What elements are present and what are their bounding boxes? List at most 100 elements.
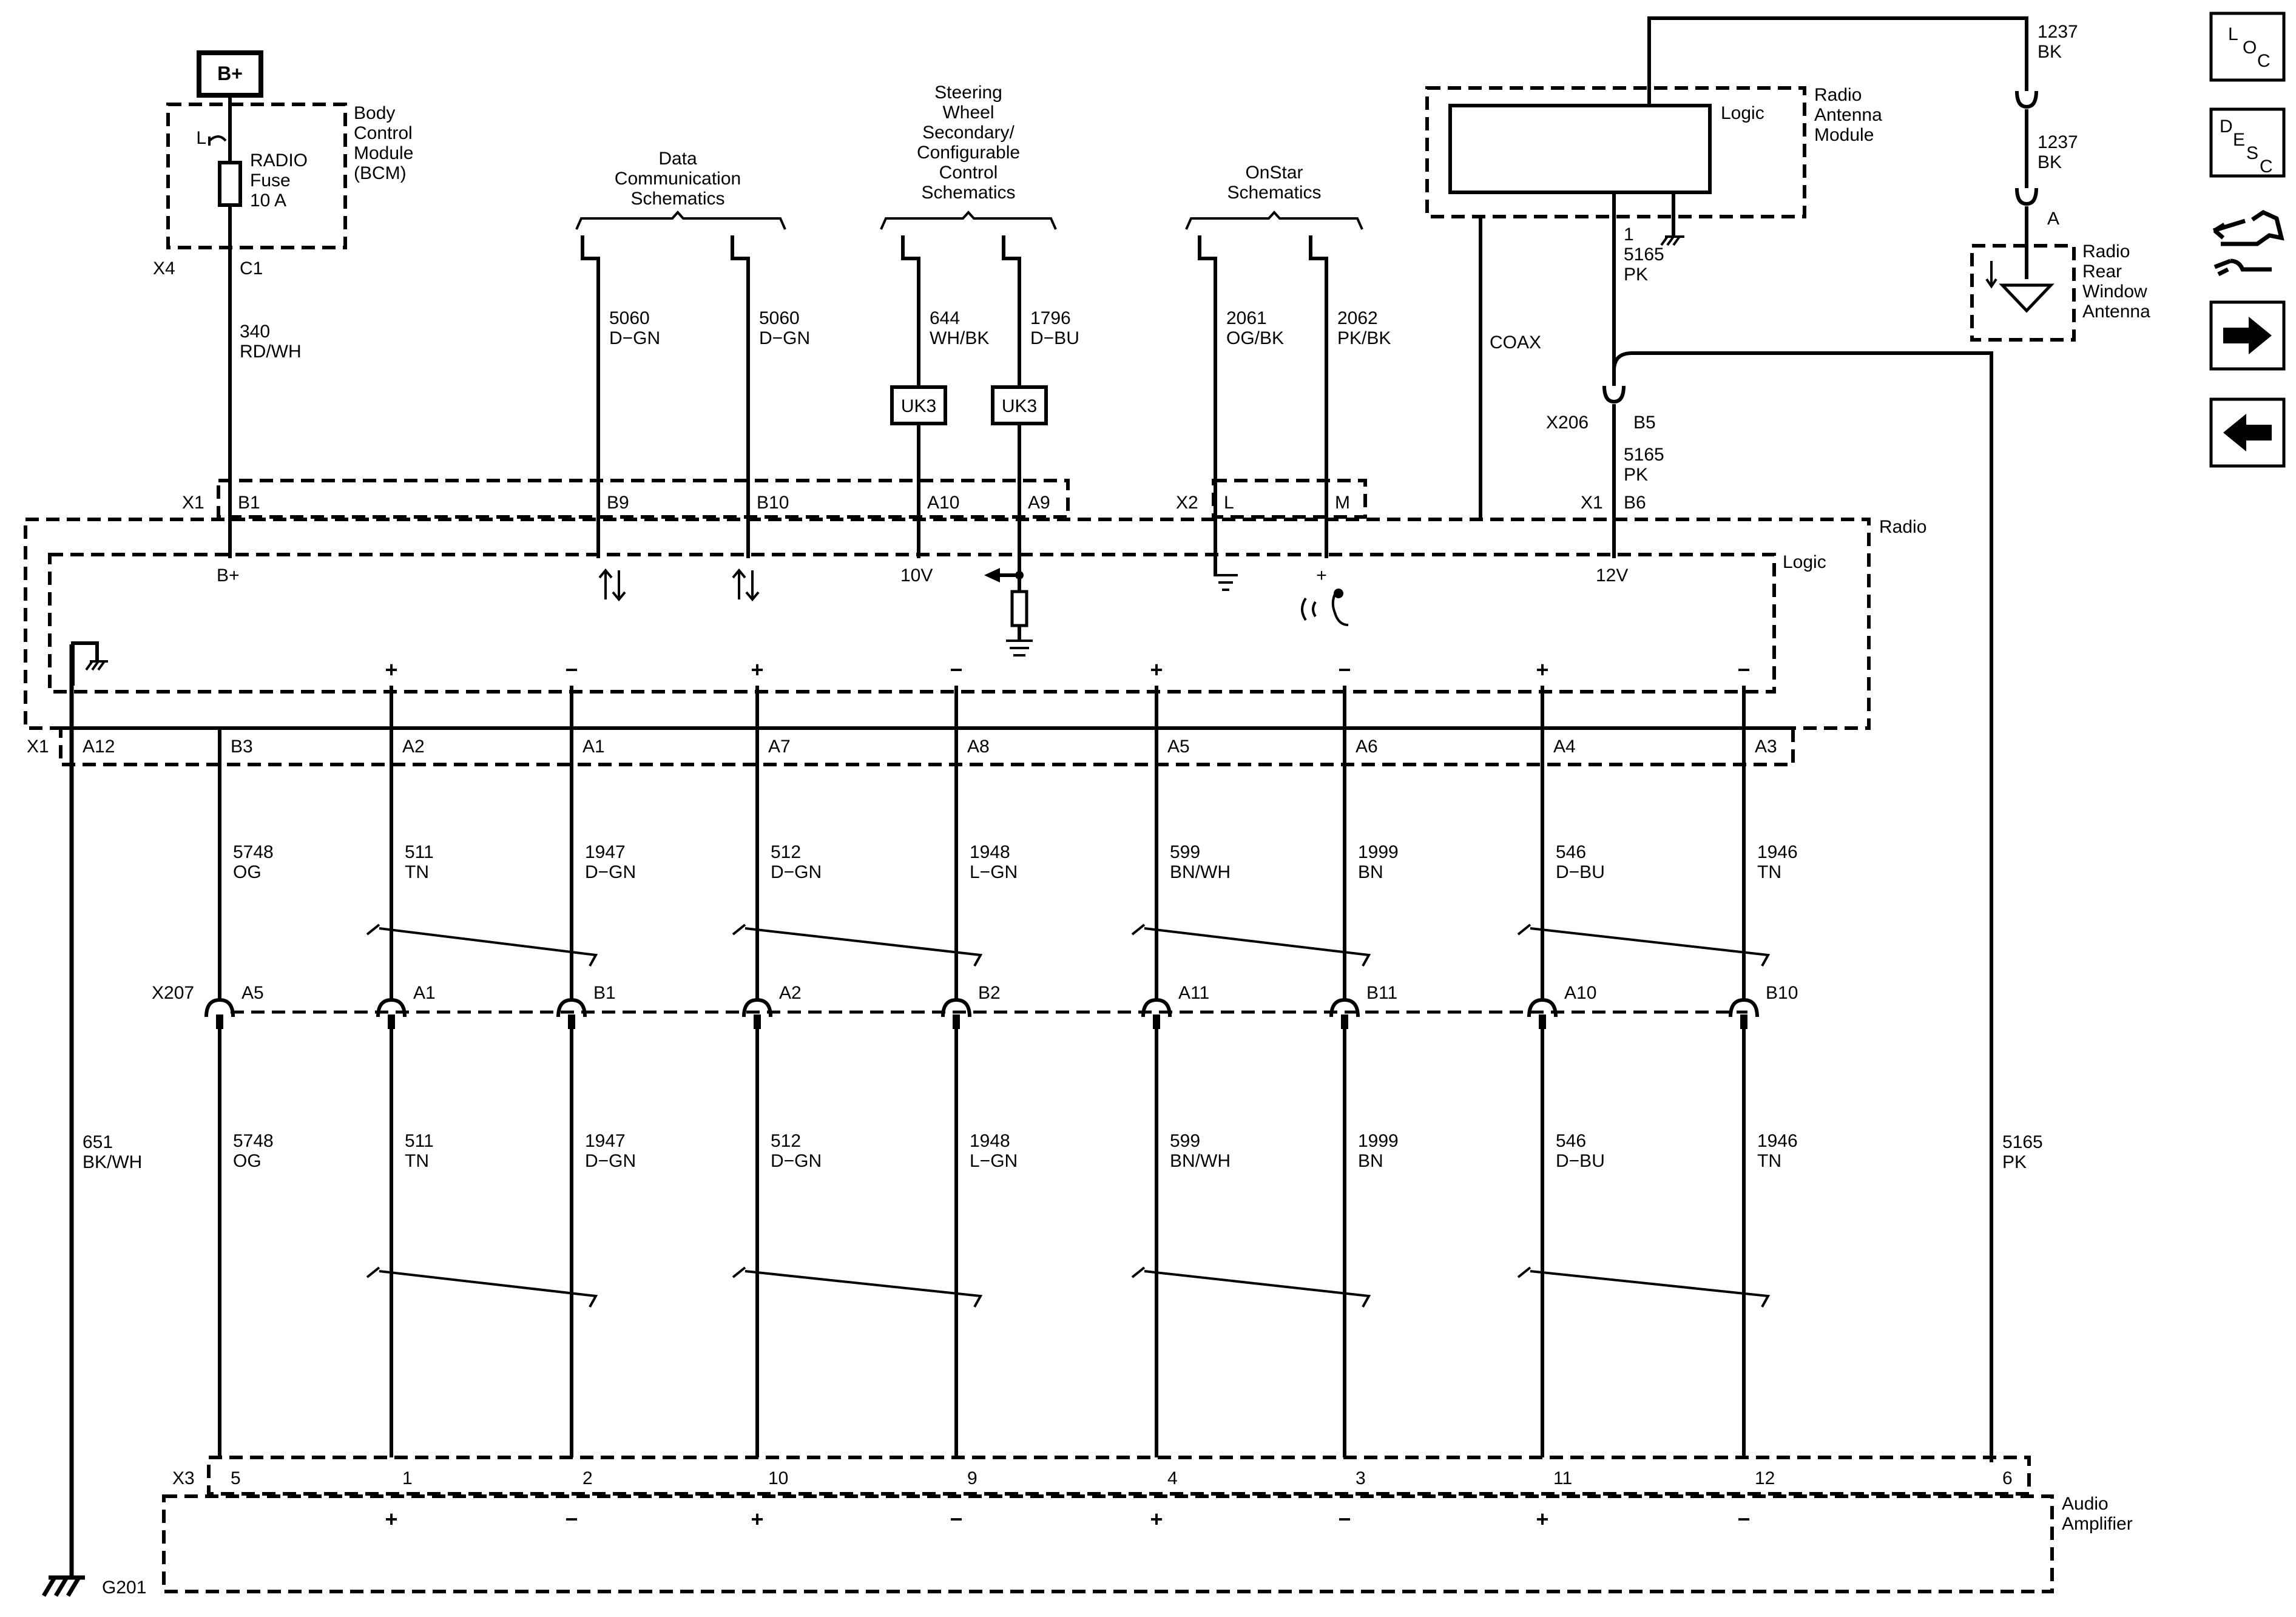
x207-terminal bbox=[1141, 998, 1172, 1018]
fuse-label-1: RADIO bbox=[250, 150, 308, 170]
ground-symbol-l bbox=[1214, 574, 1238, 591]
x207-terminal bbox=[1527, 998, 1558, 1018]
onstar-label-1: OnStar bbox=[1245, 163, 1303, 183]
polarity-sign-amp: − bbox=[950, 1507, 962, 1531]
polarity-sign-amp: + bbox=[751, 1507, 763, 1531]
twisted-pair-marker bbox=[1517, 1266, 1771, 1308]
radio-10v: 10V bbox=[900, 565, 933, 586]
battery-label: B+ bbox=[217, 62, 243, 84]
wire-color: BK/WH bbox=[83, 1152, 142, 1172]
wire-number: 1946 bbox=[1757, 1131, 1798, 1151]
radio-label: Radio bbox=[1879, 517, 1926, 537]
x207-pin-label: B1 bbox=[593, 983, 616, 1003]
upper-wire-number: 5060 bbox=[759, 308, 800, 328]
x207-terminal bbox=[556, 998, 587, 1018]
wire-number: 599 bbox=[1170, 1131, 1200, 1151]
bcm-label-4: (BCM) bbox=[354, 163, 407, 183]
radio-logic-box bbox=[48, 553, 1776, 694]
data-arrows-b9 bbox=[598, 568, 626, 602]
radio-x2-label: X2 bbox=[1176, 493, 1198, 513]
wire-color: D−BU bbox=[1556, 862, 1605, 882]
wire-number: 1948 bbox=[970, 842, 1010, 862]
loc-letter-l: L bbox=[2228, 24, 2238, 44]
wire-color: TN bbox=[1757, 862, 1781, 882]
polarity-sign-radio: − bbox=[1338, 657, 1351, 682]
x207-terminal bbox=[1729, 998, 1759, 1018]
connector-view-icon[interactable] bbox=[2212, 210, 2284, 277]
radio-pin-label: A7 bbox=[768, 737, 791, 757]
chassis-ground-icon bbox=[71, 641, 108, 686]
uk3-label-2: UK3 bbox=[1002, 396, 1037, 416]
x207-pin-label: B11 bbox=[1366, 983, 1397, 1003]
x207-pin-label: B10 bbox=[1766, 983, 1798, 1003]
microphone-icon bbox=[1301, 589, 1349, 626]
radio-b-plus: B+ bbox=[217, 565, 240, 586]
wire-5165-number-2: 5165 bbox=[1624, 445, 1664, 465]
g201-label: G201 bbox=[102, 1578, 146, 1598]
wire-5165-color-1: PK bbox=[1624, 265, 1648, 285]
mic-plus-sign: + bbox=[1316, 565, 1327, 586]
wire-color: D−GN bbox=[585, 862, 636, 882]
x3-pin-label: 4 bbox=[1167, 1468, 1178, 1488]
upper-wire-color: D−GN bbox=[759, 328, 810, 348]
wire-number: 5748 bbox=[233, 1131, 274, 1151]
polarity-sign-radio: + bbox=[1150, 657, 1163, 682]
antenna-module-label-2: Antenna bbox=[1814, 105, 1882, 125]
wire-number: 511 bbox=[405, 1131, 434, 1151]
upper-wire-color: PK/BK bbox=[1337, 328, 1391, 348]
wire-number: 651 bbox=[83, 1132, 113, 1152]
radio-pin-label: A3 bbox=[1755, 737, 1777, 757]
radio-pin-label: A1 bbox=[582, 737, 605, 757]
radio-x1-b1: B1 bbox=[238, 493, 260, 513]
x206-conn-label: X206 bbox=[1546, 413, 1589, 433]
wire-color: TN bbox=[405, 862, 429, 882]
steering-label-1: Steering bbox=[934, 83, 1002, 103]
desc-button[interactable]: D E S C bbox=[2209, 107, 2286, 178]
loc-button[interactable]: L O C bbox=[2209, 12, 2286, 82]
wire-color: D−BU bbox=[1556, 1151, 1605, 1171]
x3-pin-label: 10 bbox=[768, 1468, 788, 1488]
steering-label-3: Secondary/ bbox=[922, 123, 1015, 143]
x3-pin-label: 11 bbox=[1553, 1468, 1572, 1488]
polarity-sign-radio: + bbox=[751, 657, 763, 682]
upper-wire-pin: A9 bbox=[1028, 493, 1050, 513]
uk3-splice-2 bbox=[991, 385, 1048, 425]
wire-1237-color-1: BK bbox=[2038, 42, 2062, 62]
wire-number: 5748 bbox=[233, 842, 274, 862]
radio-pin-label: A5 bbox=[1167, 737, 1190, 757]
next-page-button[interactable] bbox=[2209, 300, 2286, 371]
radio-pin-label: A6 bbox=[1356, 737, 1378, 757]
wire-color: D−GN bbox=[771, 862, 822, 882]
wire-color: BN/WH bbox=[1170, 862, 1231, 882]
amp-connector-x3 bbox=[207, 1456, 2031, 1496]
wire-number: 546 bbox=[1556, 1131, 1586, 1151]
wire-5165-color-3: PK bbox=[2002, 1152, 2027, 1172]
upper-wire-0 bbox=[581, 235, 600, 558]
polarity-sign-radio: − bbox=[950, 657, 962, 682]
radio-pin-label: A8 bbox=[967, 737, 990, 757]
wire-5165-number-1: 5165 bbox=[1624, 245, 1664, 265]
rear-antenna-label-4: Antenna bbox=[2082, 302, 2150, 322]
fuse-label-3: 10 A bbox=[250, 191, 286, 211]
previous-page-button[interactable] bbox=[2209, 397, 2286, 468]
amp-label-2: Amplifier bbox=[2062, 1514, 2133, 1534]
antenna-logic-box bbox=[1448, 104, 1712, 194]
polarity-sign-radio: + bbox=[385, 657, 397, 682]
wire-number: 1999 bbox=[1358, 1131, 1399, 1151]
wire-color: BN bbox=[1358, 1151, 1383, 1171]
data-arrows-b10 bbox=[732, 568, 760, 602]
x3-pin-label: 12 bbox=[1755, 1468, 1775, 1488]
ground-g201-icon bbox=[41, 1575, 85, 1597]
x207-pin-label: A5 bbox=[241, 983, 264, 1003]
wire-number: 1946 bbox=[1757, 842, 1798, 862]
x207-label: X207 bbox=[152, 983, 194, 1003]
radio-pin-label: A2 bbox=[402, 737, 425, 757]
wire-number: 546 bbox=[1556, 842, 1586, 862]
radio-pin-label: B3 bbox=[231, 737, 253, 757]
wire-340-number: 340 bbox=[240, 322, 270, 342]
radio-module bbox=[24, 518, 1871, 730]
polarity-sign-amp: − bbox=[1338, 1507, 1351, 1531]
x207-pin-label: A2 bbox=[779, 983, 802, 1003]
bcm-label-3: Module bbox=[354, 143, 413, 163]
